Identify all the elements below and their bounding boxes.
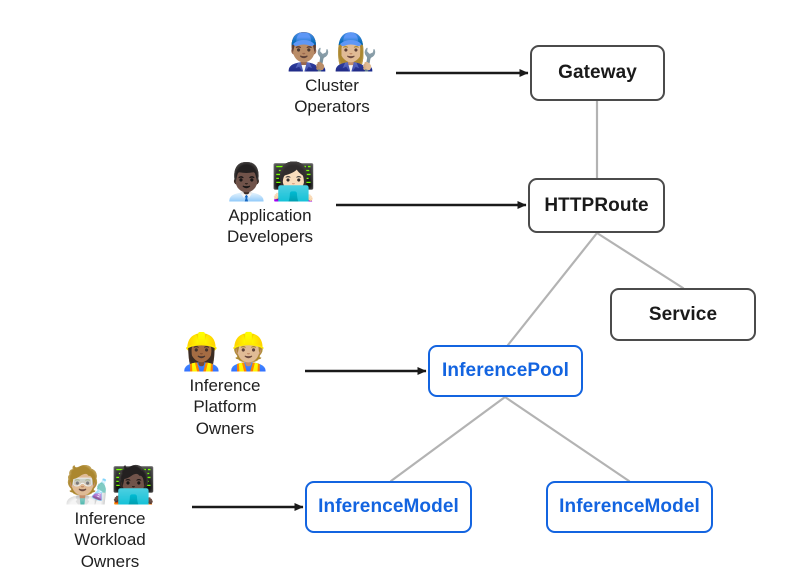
node-gateway: Gateway <box>530 45 665 101</box>
persona-cluster-operators: 👨🏽‍🔧👩🏼‍🔧Cluster Operators <box>272 32 392 118</box>
persona-inference-workload-owners: 🧑🏼‍🔬🧑🏿‍💻Inference Workload Owners <box>48 465 172 572</box>
office-worker-icon: 👨🏿‍💼 <box>224 162 269 203</box>
persona-inference-platform-owners: 👷🏾‍♀️👷🏼Inference Platform Owners <box>163 332 287 439</box>
persona-icons: 👨🏽‍🔧👩🏼‍🔧 <box>286 32 378 74</box>
node-label: HTTPRoute <box>544 194 649 216</box>
construction-worker-woman-icon: 👷🏾‍♀️ <box>179 332 224 373</box>
node-inferencemodel-right: InferenceModel <box>546 481 713 533</box>
node-httproute: HTTPRoute <box>528 178 665 233</box>
edge-inferencepool-inferencemodel-left <box>389 395 507 483</box>
persona-arrows <box>192 69 529 511</box>
node-service: Service <box>610 288 756 341</box>
persona-name: Cluster Operators <box>294 76 370 117</box>
technologist-woman-icon: 👩🏻‍💻 <box>271 162 316 203</box>
node-inferencemodel-left: InferenceModel <box>305 481 472 533</box>
node-label: InferenceModel <box>559 496 700 518</box>
mechanic-woman-icon: 👩🏼‍🔧 <box>333 32 378 73</box>
persona-icons: 👨🏿‍💼👩🏻‍💻 <box>224 162 316 204</box>
mechanic-man-icon: 👨🏽‍🔧 <box>286 32 331 73</box>
persona-icons: 👷🏾‍♀️👷🏼 <box>179 332 271 374</box>
persona-application-developers: 👨🏿‍💼👩🏻‍💻Application Developers <box>208 162 332 248</box>
persona-icons: 🧑🏼‍🔬🧑🏿‍💻 <box>64 465 156 507</box>
node-inferencepool: InferencePool <box>428 345 583 397</box>
persona-name: Inference Workload Owners <box>74 509 146 571</box>
node-label: Service <box>648 303 718 325</box>
node-label: InferenceModel <box>318 496 459 518</box>
technologist-icon: 🧑🏿‍💻 <box>111 465 156 506</box>
edge-httproute-inferencepool <box>506 231 599 347</box>
scientist-icon: 🧑🏼‍🔬 <box>64 465 109 506</box>
persona-name: Inference Platform Owners <box>189 376 261 438</box>
node-label: Gateway <box>558 62 637 84</box>
construction-worker-icon: 👷🏼 <box>226 332 271 373</box>
persona-name: Application Developers <box>227 206 313 247</box>
node-label: InferencePool <box>442 360 569 382</box>
edge-httproute-service <box>595 231 685 290</box>
edge-inferencepool-inferencemodel-right <box>503 395 631 483</box>
